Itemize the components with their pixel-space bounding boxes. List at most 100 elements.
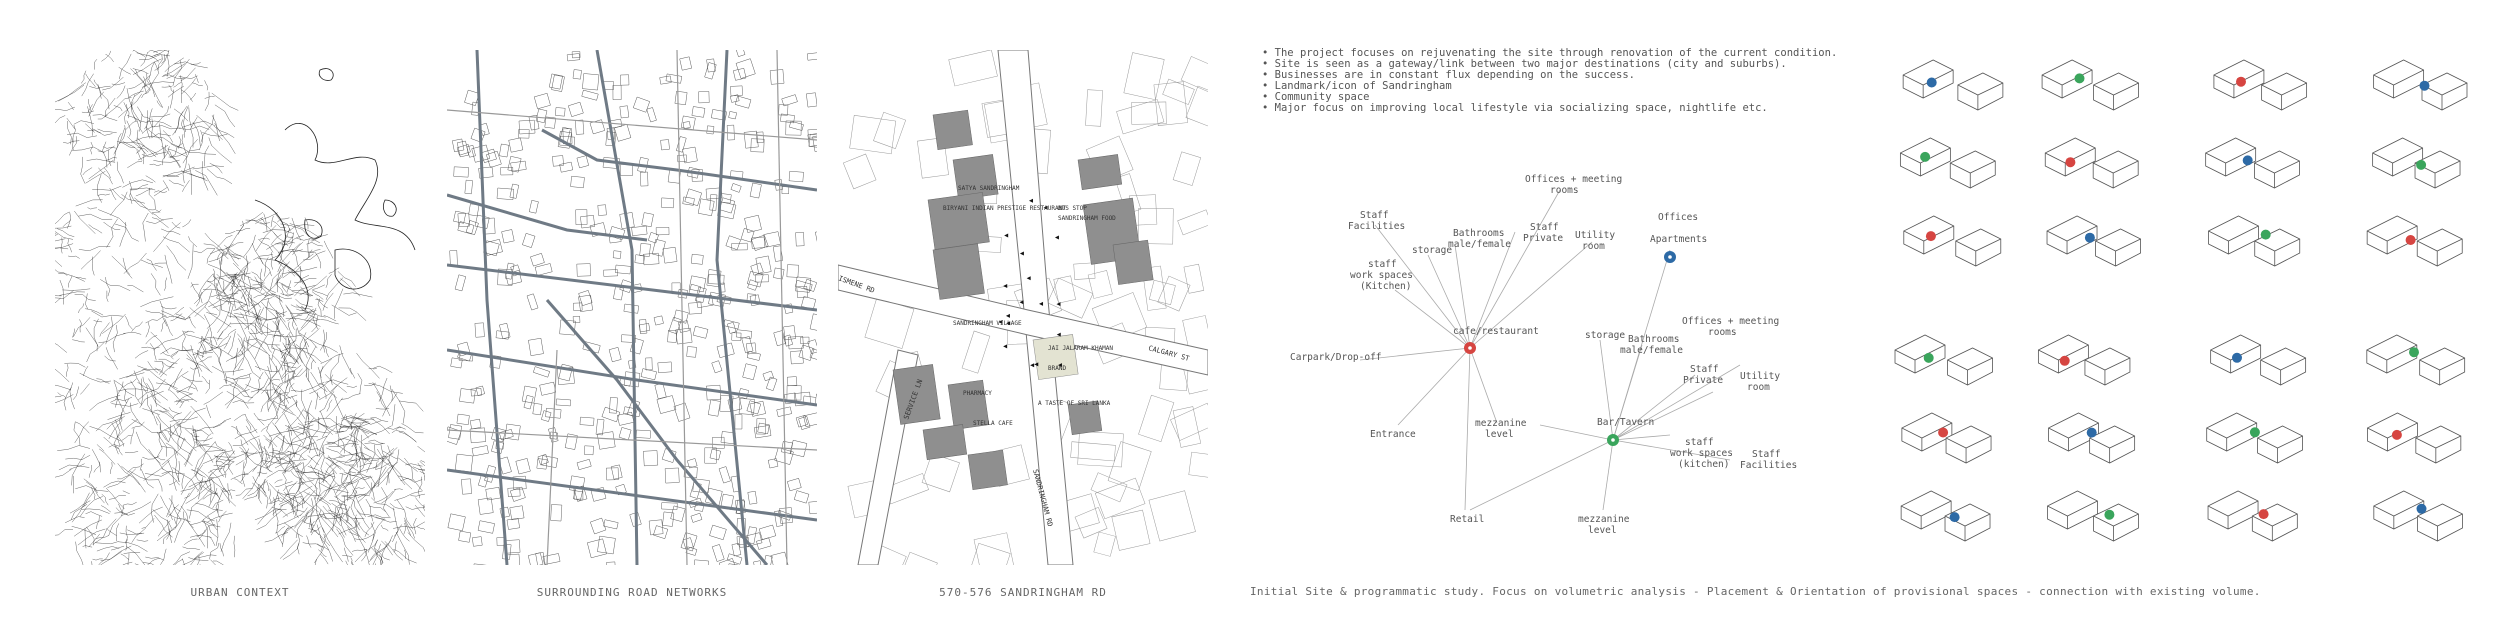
site-map-caption: 570-576 SANDRINGHAM RD (939, 586, 1107, 599)
program-marker (2074, 73, 2085, 84)
diagram-labels: Offices + meeting rooms Staff Private Ut… (1290, 174, 1797, 536)
volume-block (2373, 490, 2463, 542)
program-marker (2249, 427, 2260, 438)
study-caption: Initial Site & programmatic study. Focus… (1250, 585, 2261, 598)
offices-hub-dot (1668, 255, 1672, 259)
label-bathrooms: Bathrooms (1453, 228, 1504, 239)
label-mezzanine-level-2: level (1588, 525, 1617, 536)
label-staff-private: Staff (1530, 222, 1559, 233)
secondary-roads (447, 50, 817, 565)
building-footprints (892, 109, 1154, 490)
volumetric-study-icon (2366, 334, 2466, 542)
label-work-spaces-c: (Kitchen) (1360, 281, 1411, 292)
note-item: Businesses are in constant flux dependin… (1262, 70, 1837, 81)
volume-block (2037, 334, 2131, 386)
site-map: SATYA SANDRINGHAM BIRYANI INDIAN PRESTIG… (838, 50, 1208, 565)
note-item: Landmark/icon of Sandringham (1262, 81, 1837, 92)
program-marker (2059, 355, 2070, 366)
diagram-hubs (1464, 251, 1676, 446)
label-bathrooms-2b: male/female (1620, 345, 1683, 356)
volume-block (2047, 490, 2139, 542)
volume-block (2372, 137, 2461, 189)
volume-block (2046, 215, 2141, 267)
label-mezzanine: mezzanine (1475, 418, 1527, 429)
label-sandringham-food: SANDRINGHAM FOOD (1058, 215, 1116, 222)
note-item: Community space (1262, 92, 1837, 103)
volume-block (2206, 412, 2303, 464)
project-notes: The project focuses on rejuvenating the … (1262, 48, 1838, 114)
label-utility-room-2: room (1747, 382, 1770, 393)
volumetric-study-icon (2366, 59, 2468, 267)
volume-block (2208, 215, 2301, 267)
cafe-hub-dot (1468, 346, 1472, 350)
program-marker (2405, 235, 2416, 245)
coastline (254, 68, 416, 311)
label-mezzanine-2: mezzanine (1578, 514, 1630, 525)
note-item: The project focuses on rejuvenating the … (1262, 48, 1838, 59)
program-marker (1920, 151, 1931, 162)
program-marker (2232, 352, 2242, 363)
note-item: Site is seen as a gateway/link between t… (1262, 59, 1837, 70)
program-marker (1938, 427, 1949, 438)
label-offices-meeting-2: Offices + meeting (1682, 316, 1779, 327)
volumetric-study-icon (2206, 334, 2307, 542)
label-entrance: Entrance (1370, 429, 1416, 440)
label-work-spaces: staff (1368, 259, 1397, 270)
bar-hub-dot (1611, 438, 1615, 442)
label-staff-private-2: Staff (1690, 364, 1719, 375)
program-marker (2416, 503, 2427, 514)
label-offices-meeting-2b: rooms (1708, 327, 1737, 338)
volume-block (2041, 59, 2139, 111)
program-marker (2260, 229, 2271, 240)
label-work-spaces-2b: work spaces (1670, 448, 1733, 459)
program-marker (2416, 159, 2427, 170)
label-bathrooms-2: Bathrooms (1628, 334, 1679, 345)
label-mezzanine-level: level (1485, 429, 1514, 440)
program-marker (2242, 155, 2253, 166)
label-offices-meeting-rooms: rooms (1550, 185, 1579, 196)
program-marker (2065, 157, 2076, 168)
label-staff-private-b: Private (1523, 233, 1563, 244)
program-marker (2409, 347, 2419, 358)
volumetric-study-icon (2037, 334, 2139, 542)
label-work-spaces-2: staff (1685, 437, 1714, 448)
program-marker (2419, 80, 2430, 91)
label-apartments: Apartments (1650, 234, 1707, 245)
label-bathrooms-b: male/female (1448, 239, 1511, 250)
urban-street-pattern (55, 50, 425, 565)
site-roads (838, 50, 1208, 565)
program-marker (1925, 231, 1936, 242)
note-item: Major focus on improving local lifestyle… (1262, 103, 1837, 114)
volume-block (2366, 215, 2463, 267)
volume-block (1900, 490, 1991, 542)
label-brand: BRAND (1048, 365, 1066, 372)
volume-block (2213, 59, 2308, 111)
volumetric-study-icon (1894, 334, 1993, 542)
label-staff-facilities-b: Facilities (1348, 221, 1405, 232)
label-sri-lanka: A TASTE OF SRI LANKA (1038, 400, 1111, 407)
program-marker (1923, 352, 1934, 363)
label-staff-facilities: Staff (1360, 210, 1389, 221)
volume-block (2205, 137, 2300, 189)
program-diagram: Offices + meeting rooms Staff Private Ut… (1290, 174, 1797, 536)
label-staff-private-2b: Private (1683, 375, 1723, 386)
urban-context-map (55, 50, 425, 565)
label-bar-tavern: Bar/Tavern (1597, 417, 1654, 428)
label-staff-facilities-2b: Facilities (1740, 460, 1797, 471)
label-work-spaces-b: work spaces (1350, 270, 1413, 281)
label-carpark: Carpark/Drop-off (1290, 352, 1382, 363)
program-marker (1926, 77, 1937, 88)
road-network-caption: SURROUNDING ROAD NETWORKS (536, 586, 728, 599)
highlighted-lot (1032, 334, 1079, 380)
program-marker (2258, 509, 2269, 520)
volume-block (2210, 334, 2307, 386)
program-marker (2084, 232, 2095, 243)
label-stella: STELLA CAFE (973, 420, 1013, 427)
label-retail: Retail (1450, 514, 1484, 525)
volume-block (2366, 334, 2466, 386)
volume-block (2048, 412, 2136, 464)
volume-block (1894, 334, 1993, 386)
label-biryani: BIRYANI INDIAN PRESTIGE RESTAURANT (943, 205, 1066, 212)
volume-block (1902, 59, 2004, 111)
volume-block (2373, 59, 2468, 111)
